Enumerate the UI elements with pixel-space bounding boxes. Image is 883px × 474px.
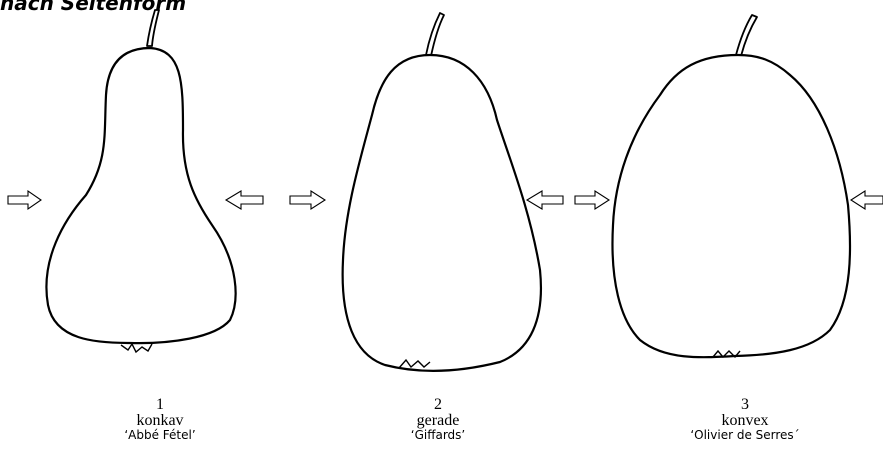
caption-pear-1: 1 konkav ‘Abbé Fétel’ bbox=[100, 397, 220, 441]
caption-pear-2: 2 gerade ‘Giffards’ bbox=[378, 397, 498, 441]
arrow-icon bbox=[527, 191, 563, 209]
pear-3 bbox=[612, 15, 850, 357]
arrow-icon bbox=[575, 191, 609, 209]
pear-outline-straight bbox=[343, 55, 541, 371]
stem-icon bbox=[426, 13, 444, 56]
pear-shape-label: konvex bbox=[675, 413, 815, 429]
arrow-icon bbox=[290, 191, 325, 209]
pear-number: 3 bbox=[675, 397, 815, 413]
pear-1 bbox=[46, 10, 235, 352]
calyx-icon bbox=[121, 344, 152, 352]
stem-icon bbox=[147, 10, 159, 46]
arrow-icon bbox=[226, 191, 263, 209]
caption-pear-3: 3 konvex ‘Olivier de Serres´ bbox=[675, 397, 815, 441]
pear-variety-label: ‘Abbé Fétel’ bbox=[100, 429, 220, 441]
pear-number: 2 bbox=[378, 397, 498, 413]
pear-outline-concave bbox=[46, 48, 235, 343]
pear-outline-convex bbox=[612, 55, 850, 357]
pear-number: 1 bbox=[100, 397, 220, 413]
pear-2 bbox=[343, 13, 541, 371]
pear-shape-label: konkav bbox=[100, 413, 220, 429]
stem-icon bbox=[736, 15, 757, 56]
pear-variety-label: ‘Giffards’ bbox=[378, 429, 498, 441]
arrow-icon bbox=[851, 191, 883, 209]
pear-variety-label: ‘Olivier de Serres´ bbox=[675, 429, 815, 441]
arrow-icon bbox=[8, 191, 41, 209]
pear-shape-label: gerade bbox=[378, 413, 498, 429]
